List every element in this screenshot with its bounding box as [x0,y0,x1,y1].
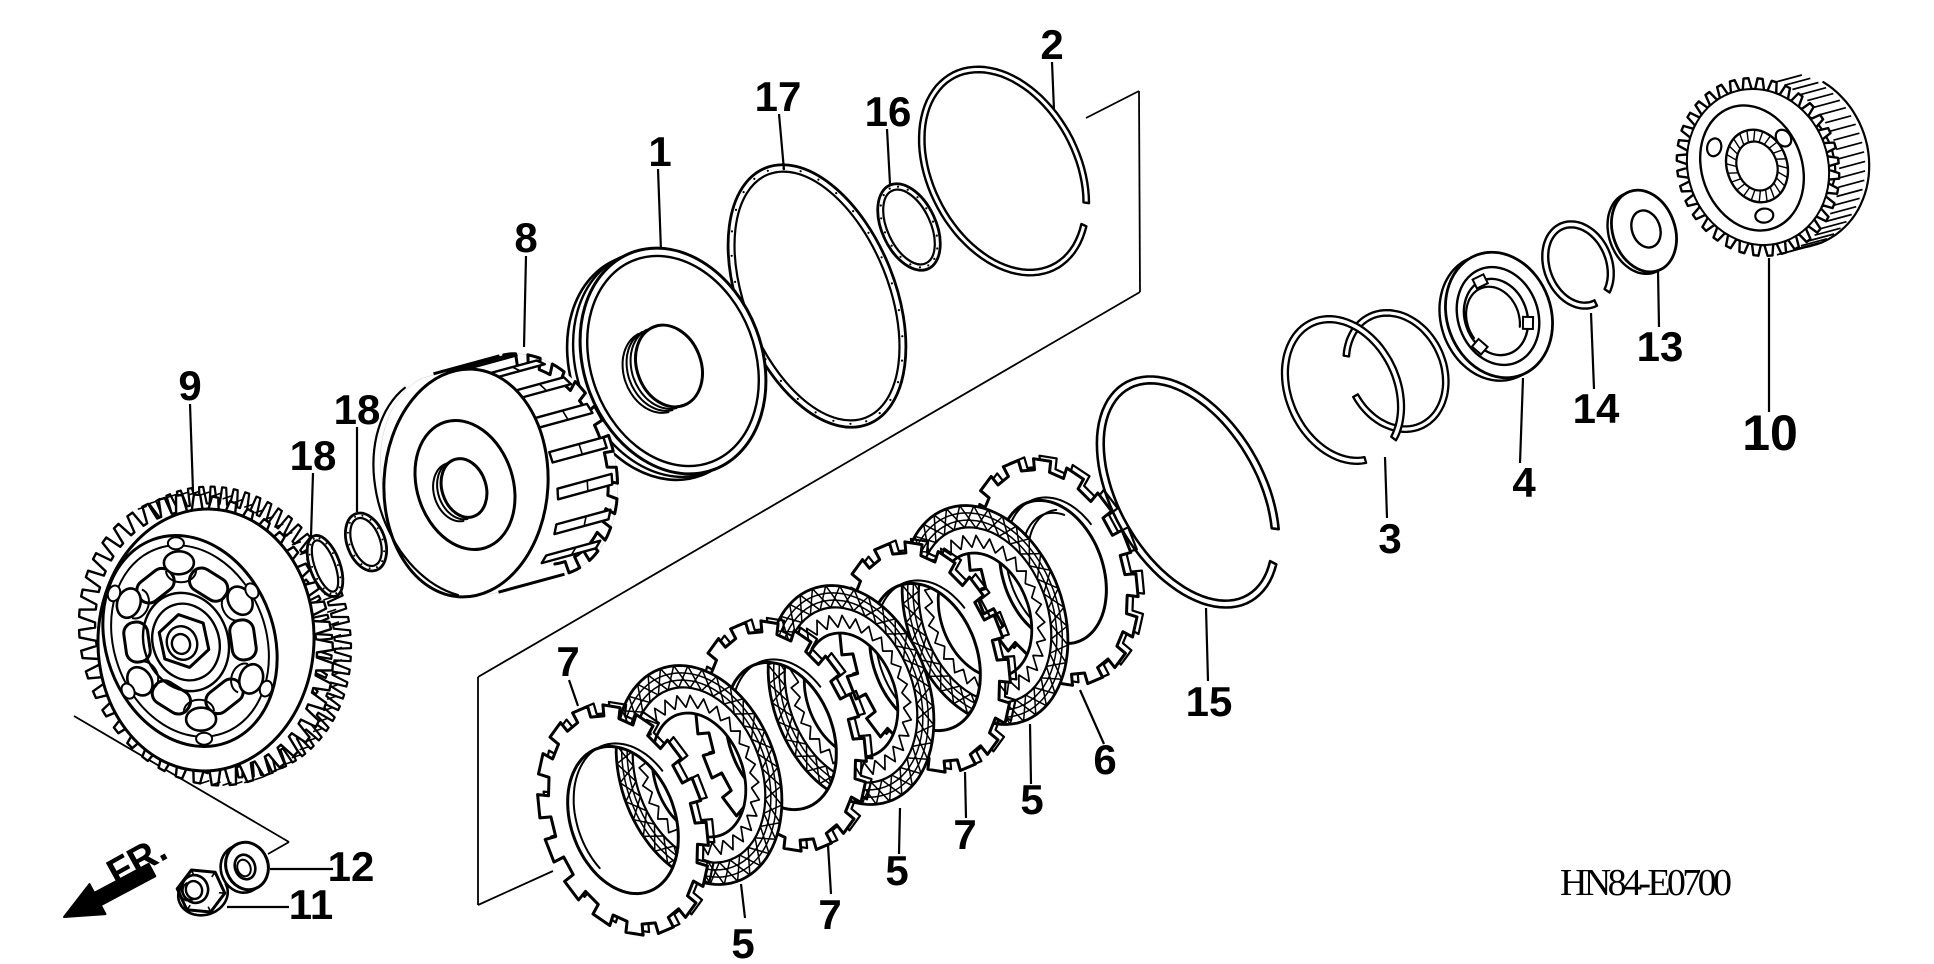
svg-text:7: 7 [953,811,976,858]
svg-text:HN84-E0700: HN84-E0700 [1560,862,1732,904]
svg-text:10: 10 [1742,405,1798,461]
svg-text:5: 5 [885,847,908,894]
svg-text:16: 16 [865,88,912,135]
svg-text:6: 6 [1093,736,1116,783]
svg-text:13: 13 [1637,323,1684,370]
svg-text:12: 12 [328,843,375,890]
svg-text:8: 8 [514,214,537,261]
svg-text:7: 7 [556,638,579,685]
svg-text:5: 5 [731,920,754,964]
svg-text:4: 4 [1512,459,1536,506]
svg-text:17: 17 [755,73,802,120]
svg-text:7: 7 [818,891,841,938]
svg-text:3: 3 [1378,515,1401,562]
svg-text:15: 15 [1186,678,1233,725]
svg-text:14: 14 [1573,385,1620,432]
svg-text:18: 18 [290,432,337,479]
svg-text:5: 5 [1020,776,1043,823]
svg-text:1: 1 [648,128,671,175]
svg-text:11: 11 [289,881,333,928]
svg-text:9: 9 [178,362,201,409]
svg-text:18: 18 [334,386,381,433]
svg-text:2: 2 [1040,21,1063,68]
